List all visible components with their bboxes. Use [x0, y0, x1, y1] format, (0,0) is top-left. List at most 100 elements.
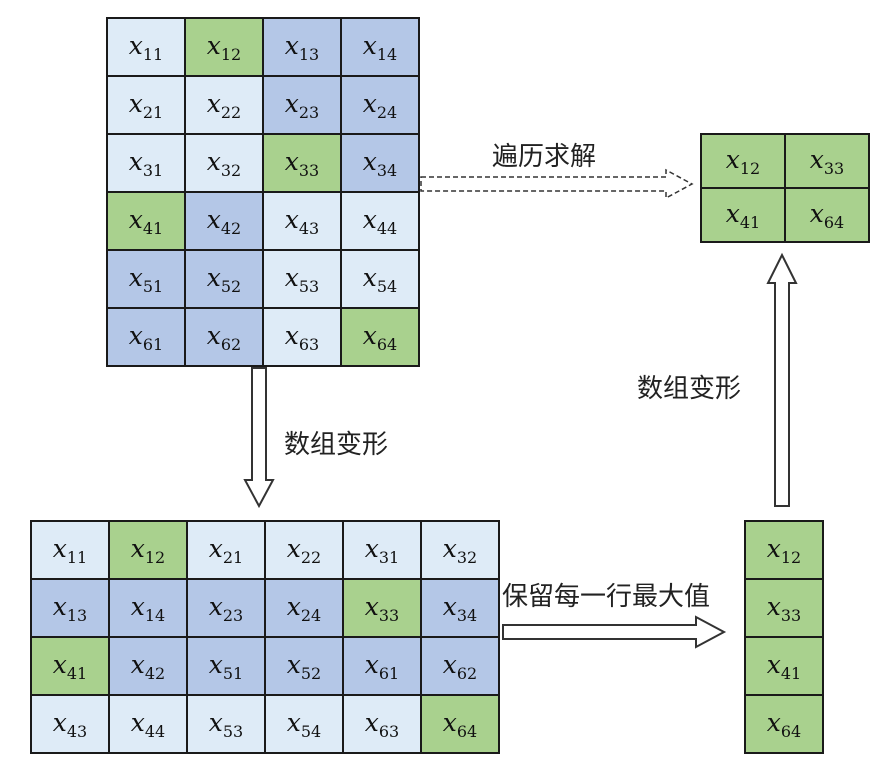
cell-subscript: 51 [222, 663, 244, 683]
matrix-cell: x34 [340, 133, 420, 193]
cell-variable: x [128, 320, 143, 350]
cell-variable: x [206, 146, 221, 176]
cell-variable: x [208, 649, 223, 679]
matrix-cell: x14 [108, 578, 188, 638]
cell-subscript: 33 [780, 605, 802, 625]
matrix-cell: x43 [30, 694, 110, 754]
cell-variable: x [766, 533, 781, 563]
matrix-cell: x12 [108, 520, 188, 580]
cell-subscript: 54 [300, 721, 322, 741]
cell-subscript: 31 [142, 160, 164, 180]
cell-variable: x [286, 591, 301, 621]
matrix-cell: x63 [342, 694, 422, 754]
cell-subscript: 42 [144, 663, 166, 683]
cell-variable: x [286, 707, 301, 737]
grid-row: x12 [744, 520, 824, 580]
cell-subscript: 63 [298, 334, 320, 354]
cell-variable: x [206, 30, 221, 60]
cell-subscript: 64 [456, 721, 478, 741]
arrow-up-reshape [766, 252, 798, 507]
cell-variable: x [364, 649, 379, 679]
cell-subscript: 14 [376, 44, 398, 64]
cell-subscript: 32 [220, 160, 242, 180]
grid-row: x41 x64 [700, 187, 870, 243]
cell-variable: x [52, 707, 67, 737]
cell-subscript: 21 [142, 102, 164, 122]
cell-variable: x [362, 88, 377, 118]
matrix-cell: x54 [264, 694, 344, 754]
cell-variable: x [362, 262, 377, 292]
cell-variable: x [208, 591, 223, 621]
matrix-cell: x33 [262, 133, 342, 193]
matrix-cell: x13 [30, 578, 110, 638]
matrix-cell: x61 [342, 636, 422, 696]
cell-variable: x [284, 320, 299, 350]
matrix-cell: x64 [340, 307, 420, 367]
cell-subscript: 64 [823, 212, 845, 232]
matrix-cell: x41 [744, 636, 824, 696]
cell-subscript: 53 [222, 721, 244, 741]
cell-subscript: 22 [300, 547, 322, 567]
cell-variable: x [442, 591, 457, 621]
matrix-cell: x52 [264, 636, 344, 696]
cell-subscript: 41 [780, 663, 802, 683]
cell-subscript: 41 [66, 663, 88, 683]
matrix-cell: x33 [744, 578, 824, 638]
matrix-cell: x42 [184, 191, 264, 251]
cell-variable: x [766, 591, 781, 621]
matrix-cell: x12 [700, 133, 786, 189]
matrix-cell: x64 [420, 694, 500, 754]
cell-variable: x [208, 533, 223, 563]
cell-subscript: 53 [298, 276, 320, 296]
matrix-cell: x54 [340, 249, 420, 309]
cell-subscript: 12 [739, 158, 761, 178]
cell-subscript: 33 [298, 160, 320, 180]
matrix-cell: x51 [186, 636, 266, 696]
matrix-cell: x44 [108, 694, 188, 754]
cell-variable: x [362, 30, 377, 60]
matrix-cell: x51 [106, 249, 186, 309]
cell-variable: x [128, 262, 143, 292]
matrix-cell: x63 [262, 307, 342, 367]
cell-subscript: 61 [378, 663, 400, 683]
cell-variable: x [809, 198, 824, 228]
matrix-cell: x43 [262, 191, 342, 251]
cell-variable: x [766, 707, 781, 737]
matrix-cell: x11 [30, 520, 110, 580]
arrow-down-reshape [243, 367, 275, 509]
cell-subscript: 52 [220, 276, 242, 296]
cell-variable: x [52, 591, 67, 621]
cell-variable: x [284, 30, 299, 60]
cell-subscript: 12 [780, 547, 802, 567]
matrix-cell: x21 [186, 520, 266, 580]
matrix-cell: x41 [30, 636, 110, 696]
matrix-cell: x23 [186, 578, 266, 638]
cell-variable: x [364, 707, 379, 737]
cell-subscript: 24 [300, 605, 322, 625]
cell-variable: x [208, 707, 223, 737]
cell-subscript: 33 [823, 158, 845, 178]
matrix-cell: x31 [106, 133, 186, 193]
cell-variable: x [442, 533, 457, 563]
cell-subscript: 41 [142, 218, 164, 238]
matrix-cell: x42 [108, 636, 188, 696]
cell-variable: x [130, 649, 145, 679]
matrix-cell: x32 [184, 133, 264, 193]
matrix-cell: x34 [420, 578, 500, 638]
matrix-cell: x31 [342, 520, 422, 580]
matrix-cell: x22 [264, 520, 344, 580]
cell-subscript: 12 [144, 547, 166, 567]
cell-variable: x [128, 30, 143, 60]
cell-variable: x [128, 146, 143, 176]
cell-variable: x [52, 649, 67, 679]
cell-subscript: 62 [220, 334, 242, 354]
matrix-cell: x41 [700, 187, 786, 243]
cell-subscript: 12 [220, 44, 242, 64]
cell-variable: x [362, 146, 377, 176]
